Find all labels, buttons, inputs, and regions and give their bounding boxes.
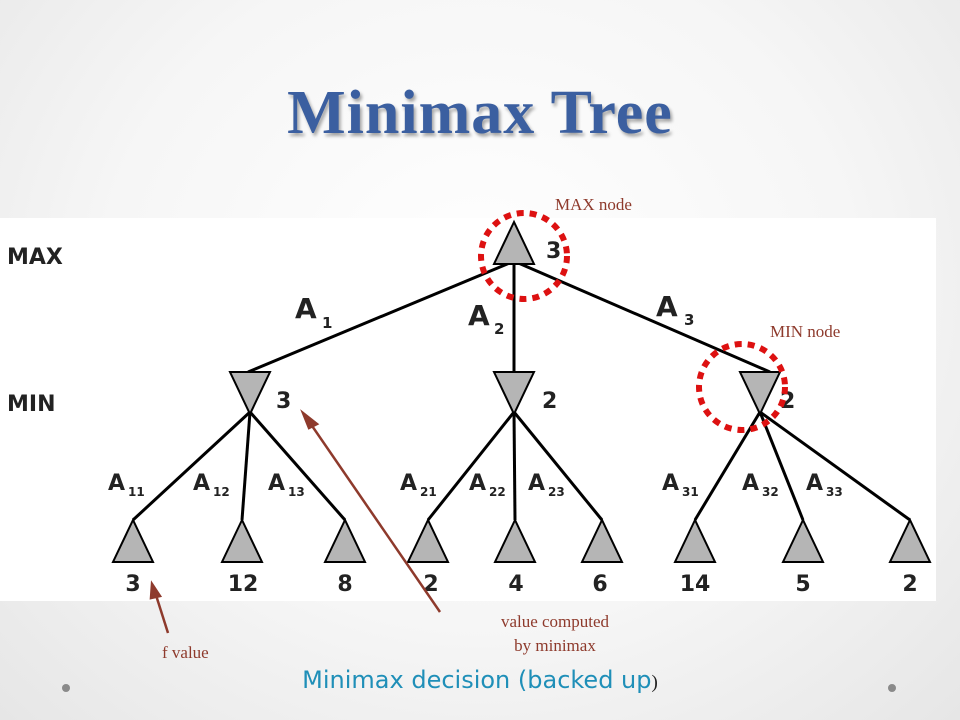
edge-root-min1	[247, 260, 513, 374]
branch-sub-a23: 23	[548, 485, 565, 499]
leaf-node-9	[888, 517, 932, 563]
branch-label-a1: A	[295, 292, 317, 325]
branch-label-a12: A	[193, 471, 210, 496]
branch-label-a23: A	[528, 471, 545, 496]
slide-caption: Minimax decision (backed up)	[0, 666, 960, 694]
branch-label-a31: A	[662, 471, 679, 496]
min-node-3	[738, 371, 782, 417]
root-value: 3	[546, 239, 561, 264]
f-value-arrowhead	[149, 580, 163, 600]
min-node-annotation: MIN node	[770, 322, 841, 341]
branch-label-a13: A	[268, 471, 285, 496]
value-computed-arrowhead	[300, 409, 320, 430]
branch-label-a22: A	[469, 471, 486, 496]
slide-bullet-right	[888, 684, 896, 692]
leaf-value: 8	[337, 572, 352, 597]
leaf-value: 4	[508, 572, 523, 597]
branch-sub-a3: 3	[684, 311, 694, 329]
leaf-node-1	[111, 517, 155, 563]
leaf-node-3	[323, 517, 367, 563]
min-node-3-value: 2	[780, 389, 795, 414]
leaf-value: 14	[680, 572, 711, 597]
branch-label-a3: A	[656, 290, 678, 323]
value-computed-annotation: value computed by minimax	[470, 610, 640, 658]
leaf-node-8	[781, 517, 825, 563]
edge-min3-leaf9	[759, 410, 911, 522]
leaf-value: 5	[795, 572, 810, 597]
min-node-1	[228, 371, 272, 417]
leaf-node-5	[493, 517, 537, 563]
min-node-2	[492, 371, 536, 417]
edge-min1-leaf2	[240, 411, 252, 521]
edge-min2-leaf4	[426, 411, 516, 521]
max-node-highlight-circle	[478, 210, 570, 302]
edge-min1-leaf3	[248, 411, 347, 521]
min-node-1-value: 3	[276, 389, 291, 414]
value-computed-line2: by minimax	[514, 636, 596, 655]
slide-bullet-left	[62, 684, 70, 692]
edge-root-min3	[515, 260, 771, 374]
branch-label-a2: A	[468, 299, 490, 332]
leaf-node-2	[220, 517, 264, 563]
leaf-value: 6	[592, 572, 607, 597]
branch-sub-a32: 32	[762, 485, 779, 499]
max-root-node	[492, 219, 536, 265]
leaf-value: 2	[423, 572, 438, 597]
min-node-highlight-circle	[696, 341, 788, 433]
caption-main: Minimax decision (backed up	[302, 666, 652, 694]
branch-sub-a11: 11	[128, 485, 145, 499]
branch-sub-a2: 2	[494, 320, 504, 338]
leaf-node-4	[406, 517, 450, 563]
leaf-value: 2	[902, 572, 917, 597]
branch-sub-a21: 21	[420, 485, 437, 499]
branch-sub-a13: 13	[288, 485, 305, 499]
branch-sub-a12: 12	[213, 485, 230, 499]
value-computed-line1: value computed	[500, 612, 610, 631]
branch-sub-a31: 31	[682, 485, 699, 499]
min-node-2-value: 2	[542, 389, 557, 414]
leaf-node-6	[580, 517, 624, 563]
branch-sub-a22: 22	[489, 485, 506, 499]
branch-label-a32: A	[742, 471, 759, 496]
edge-min3-leaf7	[693, 411, 762, 521]
f-value-annotation: f value	[162, 643, 209, 662]
max-node-annotation: MAX node	[555, 195, 632, 214]
branch-label-a33: A	[806, 471, 823, 496]
caption-paren: )	[651, 672, 658, 693]
branch-label-a11: A	[108, 471, 125, 496]
edge-min1-leaf1	[131, 410, 252, 522]
leaf-value: 12	[228, 572, 259, 597]
level-label-min: MIN	[7, 392, 56, 417]
branch-sub-a1: 1	[322, 314, 332, 332]
edge-min2-leaf5	[512, 411, 517, 521]
leaf-node-7	[673, 517, 717, 563]
leaf-value: 3	[125, 572, 140, 597]
level-label-max: MAX	[7, 245, 63, 270]
edge-min2-leaf6	[512, 411, 604, 521]
edge-min3-leaf8	[758, 411, 805, 521]
f-value-arrow-line	[153, 591, 170, 634]
branch-label-a21: A	[400, 471, 417, 496]
value-computed-arrow-line	[306, 419, 442, 613]
branch-sub-a33: 33	[826, 485, 843, 499]
slide-title: Minimax Tree	[287, 79, 673, 147]
